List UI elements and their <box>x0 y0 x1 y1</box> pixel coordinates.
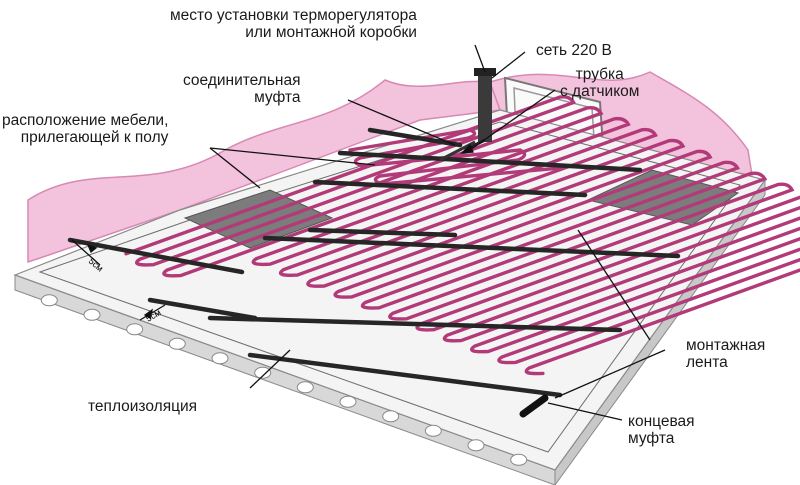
slab-hole <box>83 308 101 321</box>
slab-hole <box>254 366 272 379</box>
slab-hole <box>467 439 485 452</box>
label-insulation: теплоизоляция <box>88 398 197 415</box>
mounting-tape-strip <box>67 237 245 275</box>
label-end-line2: муфта <box>628 430 675 447</box>
mounting-tape-strip <box>312 179 588 198</box>
label-tube-line2: с датчиком <box>560 83 640 100</box>
pink-wall-left <box>27 79 502 264</box>
label-end-line1: концевая <box>628 413 695 430</box>
slab-hole <box>339 395 357 408</box>
label-coupling: соединительная муфта <box>183 72 300 106</box>
slab-hole <box>296 381 314 394</box>
mounting-tape-strip <box>307 227 458 238</box>
mounting-tape-strip <box>247 352 563 398</box>
label-sensor-tube: трубка с датчиком <box>560 66 639 100</box>
label-end-coupling: концевая муфта <box>628 413 695 447</box>
heating-cable-path <box>124 95 800 376</box>
label-furniture: расположение мебели, прилегающей к полу <box>2 112 168 146</box>
label-furniture-line1: расположение мебели, <box>2 112 169 129</box>
end-coupling <box>519 394 549 418</box>
label-tape-line1: монтажная <box>686 337 766 354</box>
label-thermostat-line2: или монтажной коробки <box>245 24 417 41</box>
slab-hole <box>126 323 144 336</box>
label-power-text: сеть 220 В <box>536 42 612 59</box>
mounting-tape-strip <box>367 127 463 148</box>
slab-hole <box>40 294 58 307</box>
slab-hole <box>382 410 400 423</box>
label-furniture-line2: прилегающей к полу <box>20 129 169 146</box>
label-tube-line1: трубка <box>575 66 624 83</box>
mounting-tape-strip <box>262 235 681 259</box>
mounting-tape-strip <box>207 315 623 333</box>
slab-hole <box>168 337 186 350</box>
label-power: сеть 220 В <box>536 42 612 59</box>
dimension-marks <box>71 239 166 321</box>
slab-hole <box>424 424 442 437</box>
slab-edge-holes <box>40 294 528 466</box>
mounting-tape-strip <box>337 150 643 173</box>
label-coupling-line2: муфта <box>254 89 301 106</box>
label-insulation-text: теплоизоляция <box>88 398 198 415</box>
thermostat-riser <box>478 70 492 142</box>
mounting-tapes <box>67 127 681 398</box>
label-thermostat-place: место установки терморегулятора или монт… <box>170 7 417 41</box>
label-coupling-line1: соединительная <box>183 72 301 89</box>
slab-hole <box>510 453 528 466</box>
label-thermostat-line1: место установки терморегулятора <box>170 7 417 24</box>
label-tape-line2: лента <box>686 354 728 371</box>
insulation-outline <box>38 121 741 453</box>
slab-hole <box>211 352 229 365</box>
label-mounting-tape: монтажная лента <box>686 337 765 371</box>
leader-lines <box>209 44 666 421</box>
mounting-tape-strip <box>147 297 258 321</box>
